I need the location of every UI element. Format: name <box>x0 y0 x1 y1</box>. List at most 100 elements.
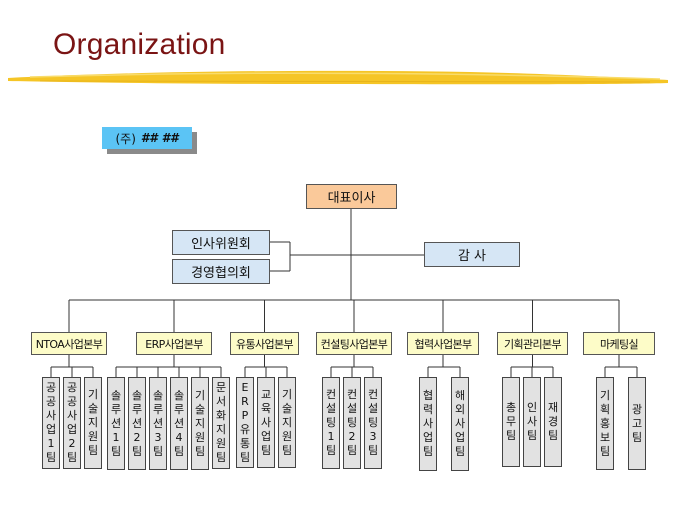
team-label-char: R <box>241 394 249 408</box>
team-label-char: 지 <box>87 416 99 429</box>
team-label-char: 3 <box>154 430 162 444</box>
team-label-char: 컨 <box>367 388 379 401</box>
division-box: 컨설팅사업본부 <box>316 332 392 355</box>
team-label-char: 유 <box>239 422 251 436</box>
team-label-char: 보 <box>599 430 611 444</box>
team-label-char: 술 <box>194 402 206 416</box>
team-label-char: 지 <box>194 416 206 430</box>
team-label-char: 사 <box>422 417 434 430</box>
team-label-char: 총 <box>505 401 517 414</box>
team-label-char: 설 <box>325 402 337 415</box>
team-label-char: 무 <box>505 415 517 428</box>
team-label-char: 홍 <box>599 416 611 430</box>
team-label-char: 솔 <box>152 388 164 402</box>
team-label-char: 사 <box>454 417 466 430</box>
hr-committee-box: 인사위원회 <box>172 230 270 255</box>
division-box: 협력사업본부 <box>407 332 479 355</box>
team-label-char: 컨 <box>346 388 358 401</box>
team-label-char: 지 <box>215 423 227 436</box>
team-label-char: 루 <box>110 402 122 416</box>
company-prefix: (주) <box>115 131 136 146</box>
brush-stroke-divider <box>8 70 668 85</box>
team-label-char: 업 <box>45 423 57 436</box>
team-label-char: 1 <box>327 430 335 443</box>
team-label-char: 업 <box>66 423 78 436</box>
team-label-char: 팀 <box>346 444 358 457</box>
team-label-char: 팀 <box>631 430 643 444</box>
team-label-char: 업 <box>454 431 466 444</box>
team-label-char: 지 <box>281 415 293 429</box>
team-label-char: 팀 <box>505 429 517 442</box>
team-label-char: 화 <box>215 409 227 422</box>
team-label-char: 팀 <box>215 451 227 464</box>
team-label-char: 사 <box>66 409 78 422</box>
audit-box: 감 사 <box>424 242 520 267</box>
team-label-char: 술 <box>87 402 99 415</box>
division-box: NTOA사업본부 <box>31 332 107 355</box>
team-label-char: 션 <box>131 416 143 430</box>
team-label-char: 루 <box>131 402 143 416</box>
team-label-char: 팀 <box>45 451 57 464</box>
team-label-char: 획 <box>599 402 611 416</box>
team-label-char: 해 <box>454 389 466 402</box>
division-box: ERP사업본부 <box>136 332 212 355</box>
team-label-char: 팀 <box>239 450 251 464</box>
team-label-char: 팀 <box>66 451 78 464</box>
team-label-char: 원 <box>194 430 206 444</box>
team-label-char: 3 <box>369 430 377 443</box>
team-label-char: 육 <box>260 401 272 415</box>
team-label-char: 팀 <box>131 444 143 458</box>
team-label-char: 설 <box>367 402 379 415</box>
team-label-char: E <box>241 380 249 394</box>
team-label-char: 기 <box>194 388 206 402</box>
team-label-char: 팀 <box>173 444 185 458</box>
team-label-char: 팀 <box>454 445 466 458</box>
team-label-char: 팀 <box>599 444 611 458</box>
ceo-box: 대표이사 <box>306 184 397 209</box>
team-label-char: 원 <box>281 429 293 443</box>
company-name: ## ## <box>140 131 179 145</box>
team-label-char: 공 <box>66 381 78 394</box>
team-label-char: 솔 <box>110 388 122 402</box>
team-label-char: 루 <box>152 402 164 416</box>
team-label-char: 공 <box>45 381 57 394</box>
team-label-char: 루 <box>173 402 185 416</box>
team-label-char: 고 <box>631 416 643 430</box>
team-label-char: 공 <box>45 395 57 408</box>
team-label-char: 팀 <box>367 444 379 457</box>
team-label-char: 사 <box>260 415 272 429</box>
team-label-char: 공 <box>66 395 78 408</box>
team-label-char: 팀 <box>152 444 164 458</box>
team-label-char: 인 <box>526 401 538 414</box>
team-label-char: 서 <box>215 395 227 408</box>
team-label-char: 원 <box>215 437 227 450</box>
team-label-char: 1 <box>47 437 55 450</box>
team-label-char: 2 <box>68 437 76 450</box>
team-label-char: 컨 <box>325 388 337 401</box>
team-label-char: 외 <box>454 403 466 416</box>
team-label-char: 교 <box>260 387 272 401</box>
team-label-char: 솔 <box>131 388 143 402</box>
team-label-char: 재 <box>547 401 559 414</box>
team-label-char: 션 <box>152 416 164 430</box>
team-label-char: 팀 <box>194 444 206 458</box>
team-label-char: 팀 <box>325 444 337 457</box>
team-label-char: 사 <box>45 409 57 422</box>
team-label-char: 업 <box>260 429 272 443</box>
team-label-char: 2 <box>348 430 356 443</box>
team-label-char: 1 <box>112 430 120 444</box>
